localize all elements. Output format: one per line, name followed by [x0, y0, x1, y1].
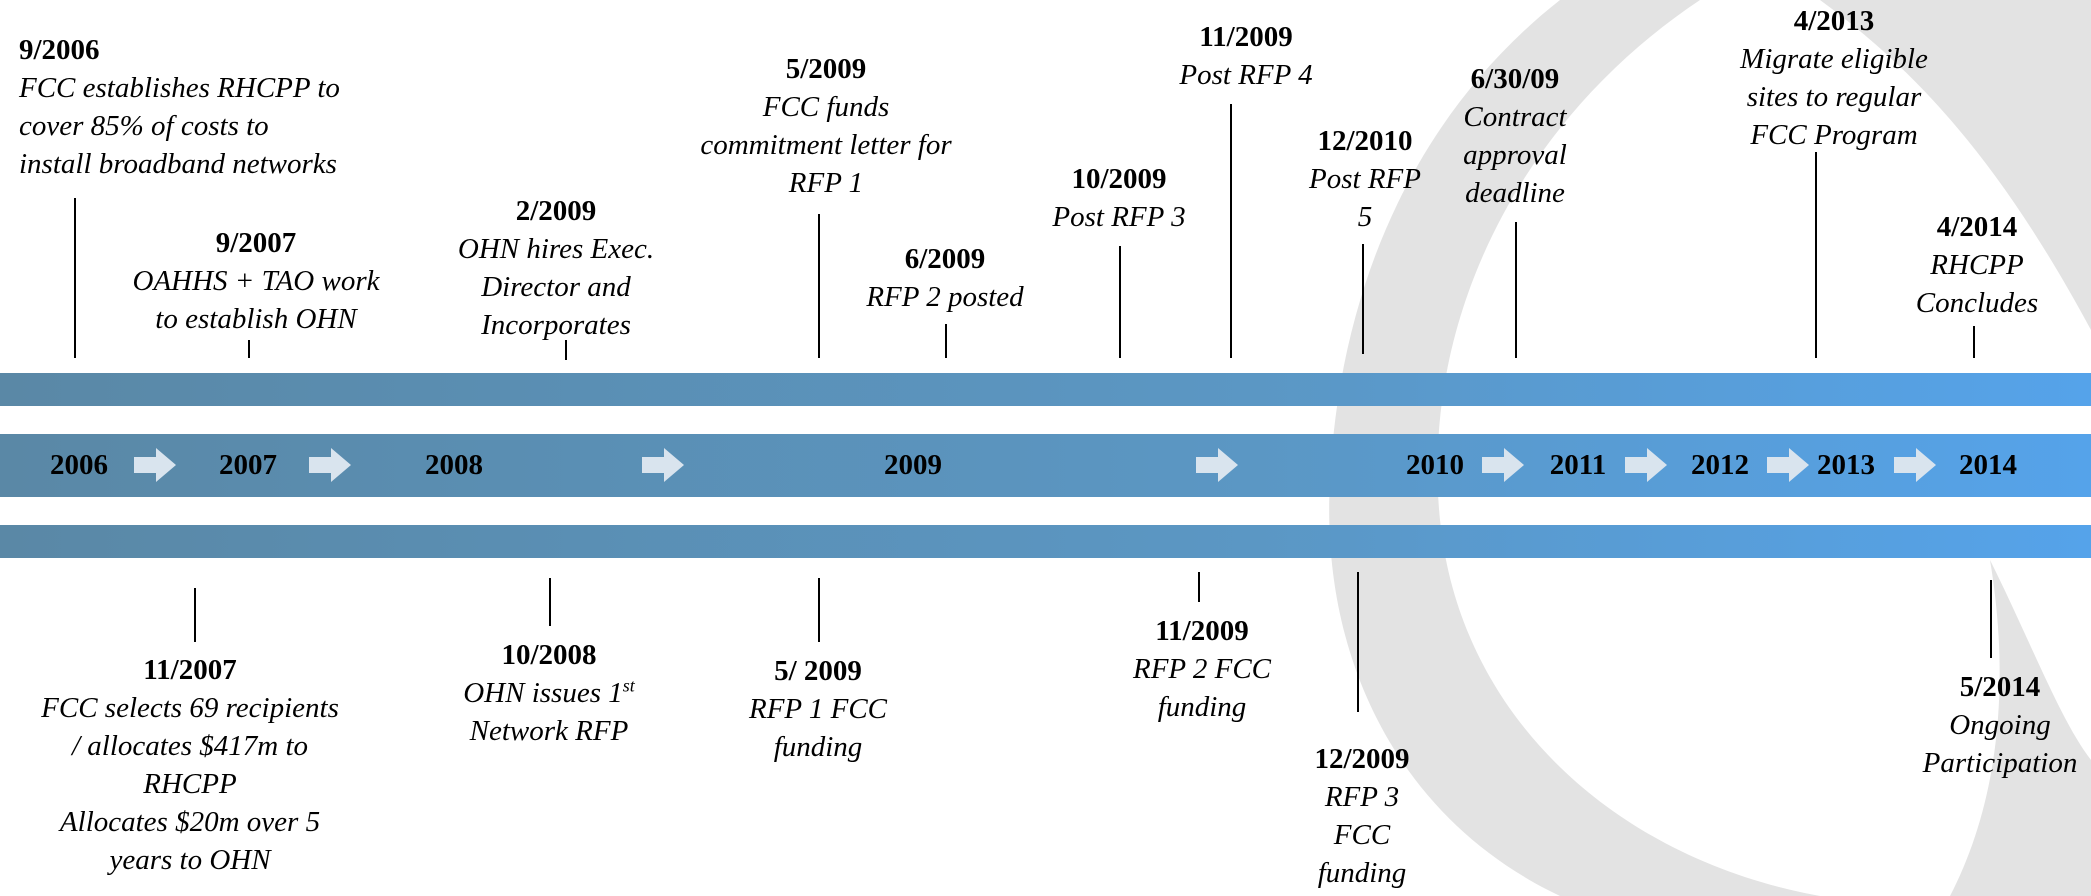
event-connector — [818, 578, 820, 642]
event-above: 4/2014 RHCPP Concludes — [1916, 208, 2038, 322]
arrow-right-icon — [1767, 448, 1809, 482]
event-date: 11/2009 — [1199, 21, 1293, 53]
event-connector — [818, 214, 820, 358]
event-date: 12/2010 — [1317, 125, 1413, 157]
event-date: 4/2014 — [1936, 211, 2018, 243]
year-label: 2014 — [1959, 449, 2017, 481]
event-connector — [565, 340, 567, 360]
arrow-right-icon — [1482, 448, 1524, 482]
event-date: 12/2009 — [1314, 743, 1410, 775]
event-above: 11/2009 Post RFP 4 — [1179, 18, 1312, 94]
event-date: 2/2009 — [515, 195, 597, 227]
arrow-right-icon — [309, 448, 351, 482]
event-text-part: Network RFP — [469, 715, 629, 747]
event-text: RFP 2 posted — [866, 281, 1024, 313]
event-text: FCC funds commitment letter for RFP 1 — [700, 91, 952, 199]
event-text: OHN hires Exec. Director and Incorporate… — [457, 233, 655, 341]
event-text: RFP 2 FCC funding — [1132, 653, 1272, 723]
event-below: 5/ 2009 RFP 1 FCC funding — [749, 652, 887, 766]
event-below: 11/2007 FCC selects 69 recipients / allo… — [41, 651, 339, 879]
event-text: RHCPP Concludes — [1915, 249, 2039, 319]
event-text: RFP 1 FCC funding — [748, 693, 888, 763]
arrow-right-icon — [1625, 448, 1667, 482]
year-label: 2009 — [884, 449, 942, 481]
event-above: 12/2010 Post RFP 5 — [1309, 122, 1421, 236]
year-label: 2012 — [1691, 449, 1749, 481]
arrow-right-icon — [1894, 448, 1936, 482]
event-text: Post RFP 5 — [1309, 163, 1421, 233]
event-date: 11/2007 — [143, 654, 237, 686]
event-below: 12/2009 RFP 3 FCC funding — [1314, 740, 1409, 892]
event-date: 11/2009 — [1155, 615, 1249, 647]
event-above: 10/2009 Post RFP 3 — [1052, 160, 1185, 236]
event-above: 6/30/09 Contract approval deadline — [1463, 60, 1567, 212]
event-above: 5/2009 FCC funds commitment letter for R… — [700, 50, 951, 202]
event-connector — [1973, 326, 1975, 358]
year-label: 2006 — [50, 449, 108, 481]
event-date: 5/2009 — [785, 53, 867, 85]
event-below: 5/2014 Ongoing Participation — [1923, 668, 2078, 782]
event-connector — [248, 340, 250, 358]
event-connector — [1815, 152, 1817, 358]
event-text: Post RFP 4 — [1179, 59, 1313, 91]
event-text: FCC selects 69 recipients / allocates $4… — [41, 692, 339, 876]
event-connector — [1990, 580, 1992, 658]
event-text: Post RFP 3 — [1052, 201, 1186, 233]
event-above: 9/2006 FCC establishes RHCPP to cover 85… — [19, 31, 340, 183]
year-label: 2010 — [1406, 449, 1464, 481]
event-connector — [1357, 572, 1359, 712]
event-connector — [1515, 222, 1517, 358]
event-text: OAHHS + TAO work to establish OHN — [132, 265, 380, 335]
event-above: 9/2007 OAHHS + TAO work to establish OHN — [133, 224, 380, 338]
year-label: 2008 — [425, 449, 483, 481]
event-text: FCC establishes RHCPP to cover 85% of co… — [19, 72, 340, 180]
timeline-band-top — [0, 373, 2091, 406]
event-text: RFP 3 FCC funding — [1317, 781, 1407, 889]
event-below: 11/2009 RFP 2 FCC funding — [1133, 612, 1271, 726]
arrow-right-icon — [642, 448, 684, 482]
event-connector — [1198, 572, 1200, 602]
event-connector — [194, 588, 196, 642]
event-connector — [945, 324, 947, 358]
event-date: 10/2008 — [501, 639, 597, 671]
arrow-right-icon — [1196, 448, 1238, 482]
event-connector — [1362, 244, 1364, 354]
timeline-band-bottom — [0, 525, 2091, 558]
arrow-right-icon — [134, 448, 176, 482]
event-above: 6/2009 RFP 2 posted — [866, 240, 1023, 316]
event-connector — [1230, 104, 1232, 358]
event-connector — [549, 578, 551, 626]
year-label: 2011 — [1549, 449, 1607, 481]
event-text: Migrate eligible sites to regular FCC Pr… — [1740, 43, 1928, 151]
event-above: 2/2009 OHN hires Exec. Director and Inco… — [458, 192, 654, 344]
event-date: 6/2009 — [904, 243, 986, 275]
event-text: Contract approval deadline — [1463, 101, 1567, 209]
event-text-part: OHN issues 1 — [463, 677, 623, 709]
event-date: 10/2009 — [1071, 163, 1167, 195]
event-connector — [74, 198, 76, 358]
event-date: 6/30/09 — [1470, 63, 1560, 95]
event-date: 4/2013 — [1793, 5, 1875, 37]
event-date: 5/2014 — [1959, 671, 2041, 703]
event-text: Ongoing Participation — [1922, 709, 2078, 779]
event-connector — [1119, 246, 1121, 358]
event-above: 4/2013 Migrate eligible sites to regular… — [1740, 2, 1928, 154]
event-date: 5/ 2009 — [774, 655, 862, 687]
year-label: 2013 — [1817, 449, 1875, 481]
year-label: 2007 — [219, 449, 277, 481]
superscript-ordinal: st — [622, 675, 635, 696]
event-date: 9/2007 — [215, 227, 297, 259]
event-date: 9/2006 — [19, 34, 100, 66]
